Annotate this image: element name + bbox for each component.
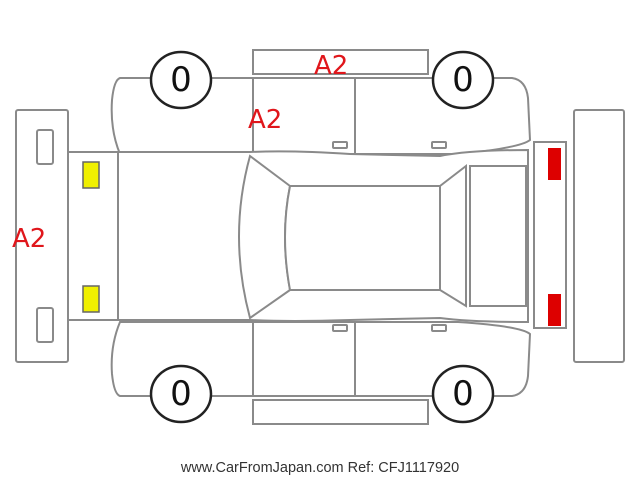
front-bumper-vent-bottom [36,307,54,343]
rear-light-top [548,148,561,180]
front-light-top [82,161,100,189]
tire-front-left: 0 [149,50,213,110]
rear-light-bottom [548,294,561,326]
tire-rear-left: 0 [431,50,495,110]
lower-side-roof [252,399,429,425]
tire-rating-front-left: 0 [170,60,192,100]
tire-front-right: 0 [149,364,213,424]
windshield [238,154,292,320]
damage-label-roof: A2 [314,51,348,81]
rear-window [439,163,467,308]
reference-footer: www.CarFromJapan.com Ref: CFJ1117920 [180,460,459,476]
lower-side-view [110,321,532,425]
rear-bumper [573,109,625,363]
tire-rating-rear-right: 0 [452,374,474,414]
top-roof [284,185,441,291]
upper-door-handle-rear [431,141,447,149]
front-light-bottom [82,285,100,313]
lower-door-handle-rear [431,324,447,332]
upper-side-roof [252,49,429,75]
top-view-body [67,148,529,324]
tire-rating-front-right: 0 [170,374,192,414]
upper-door-handle-front [332,141,348,149]
front-bumper-vent-top [36,129,54,165]
damage-label-upper-side: A2 [248,105,282,135]
tire-rating-rear-left: 0 [452,60,474,100]
lower-door-handle-front [332,324,348,332]
tire-rear-right: 0 [431,364,495,424]
trunk [469,165,527,307]
damage-label-front-bumper: A2 [12,224,46,254]
upper-side-view [110,49,532,155]
